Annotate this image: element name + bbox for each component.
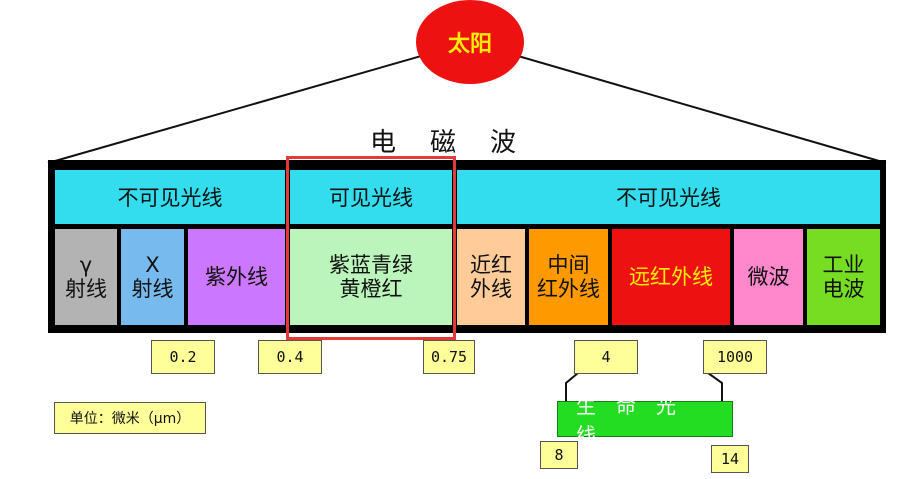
life-bracket-right — [707, 372, 723, 401]
em-title: 电磁波 — [369, 128, 550, 158]
life-light-to: 14 — [711, 445, 749, 473]
boundary-4: 4 — [574, 340, 638, 374]
life-light-from: 8 — [540, 441, 578, 469]
boundary-1000: 1000 — [703, 340, 767, 374]
unit-label: 单位：微米（μm） — [54, 402, 206, 434]
header-invisible-right: 不可见光线 — [457, 170, 880, 224]
band-microwave: 微波 — [734, 229, 803, 325]
band-visible: 紫蓝青绿黄橙红 — [290, 229, 452, 325]
band-far-infrared: 远红外线 — [612, 229, 730, 325]
boundary-0-4: 0.4 — [258, 340, 322, 374]
band-ultraviolet: 紫外线 — [188, 229, 285, 325]
band-mid-infrared: 中间红外线 — [529, 229, 608, 325]
band-industrial-wave: 工业电波 — [807, 229, 880, 325]
sun: 太阳 — [416, 0, 524, 84]
boundary-0-2: 0.2 — [151, 340, 215, 374]
life-light-box: 生命光线 — [557, 394, 733, 447]
boundary-0-75: 0.75 — [423, 340, 475, 374]
header-invisible-left: 不可见光线 — [55, 170, 285, 224]
visible-light-highlight — [286, 156, 456, 340]
life-bracket-left — [565, 372, 579, 401]
header-visible: 可见光线 — [290, 170, 452, 224]
band-near-infrared: 近红外线 — [457, 229, 525, 325]
